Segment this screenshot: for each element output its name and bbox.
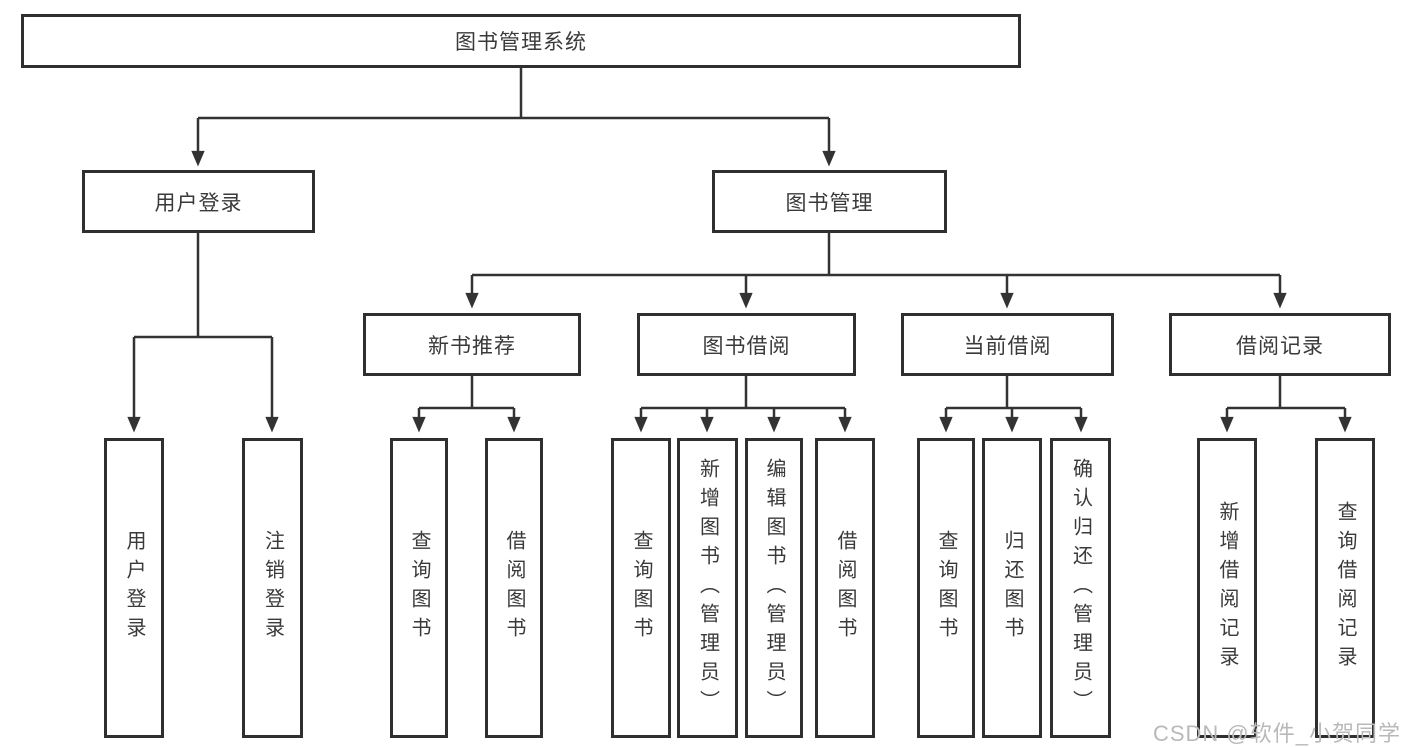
connector-arrows [127, 118, 1352, 433]
node-current-borrow: 当前借阅 [901, 313, 1114, 376]
leaf-query-books-2: 查询图书 [611, 438, 671, 738]
csdn-watermark: CSDN @软件_小贺同学 [1152, 721, 1401, 746]
leaf-borrow-books-1: 借阅图书 [485, 438, 543, 738]
leaf-add-borrow-record: 新增借阅记录 [1197, 438, 1257, 738]
leaf-query-borrow-record: 查询借阅记录 [1315, 438, 1375, 738]
node-label: 归还图书 [1001, 530, 1023, 646]
leaf-logout: 注销登录 [242, 438, 303, 738]
node-book-borrow: 图书借阅 [637, 313, 856, 376]
node-label: 借阅记录 [1236, 334, 1324, 358]
node-label: 借阅图书 [834, 530, 856, 646]
node-label: 编辑图书（管理员） [763, 457, 785, 719]
node-label: 借阅图书 [503, 530, 525, 646]
node-label: 图书管理 [785, 191, 874, 215]
leaf-confirm-return-admin: 确认归还（管理员） [1050, 438, 1111, 738]
leaf-borrow-books-2: 借阅图书 [815, 438, 875, 738]
node-label: 确认归还（管理员） [1069, 457, 1092, 719]
node-label: 查询借阅记录 [1334, 501, 1356, 675]
node-label: 当前借阅 [963, 334, 1052, 358]
leaf-add-books-admin: 新增图书（管理员） [677, 438, 738, 738]
leaf-user-login: 用户登录 [104, 438, 164, 738]
node-label: 图书借阅 [702, 334, 791, 358]
node-root-system: 图书管理系统 [21, 14, 1021, 68]
node-book-management: 图书管理 [712, 170, 947, 233]
leaf-edit-books-admin: 编辑图书（管理员） [745, 438, 803, 738]
node-label: 新书推荐 [428, 334, 516, 358]
leaf-return-books: 归还图书 [982, 438, 1042, 738]
node-label: 注销登录 [261, 530, 284, 646]
node-label: 用户登录 [123, 530, 145, 646]
leaf-query-books-1: 查询图书 [390, 438, 448, 738]
node-new-book-recommend: 新书推荐 [363, 313, 581, 376]
node-borrow-records: 借阅记录 [1169, 313, 1391, 376]
node-label: 新增借阅记录 [1216, 501, 1238, 675]
node-label: 图书管理系统 [455, 31, 587, 54]
node-label: 新增图书（管理员） [696, 457, 719, 719]
leaf-query-books-3: 查询图书 [917, 438, 975, 738]
node-label: 查询图书 [408, 530, 430, 646]
node-label: 查询图书 [935, 530, 957, 646]
connector-trunks [134, 68, 1345, 410]
node-user-login-group: 用户登录 [82, 170, 315, 233]
node-label: 查询图书 [630, 530, 652, 646]
node-label: 用户登录 [154, 191, 243, 215]
